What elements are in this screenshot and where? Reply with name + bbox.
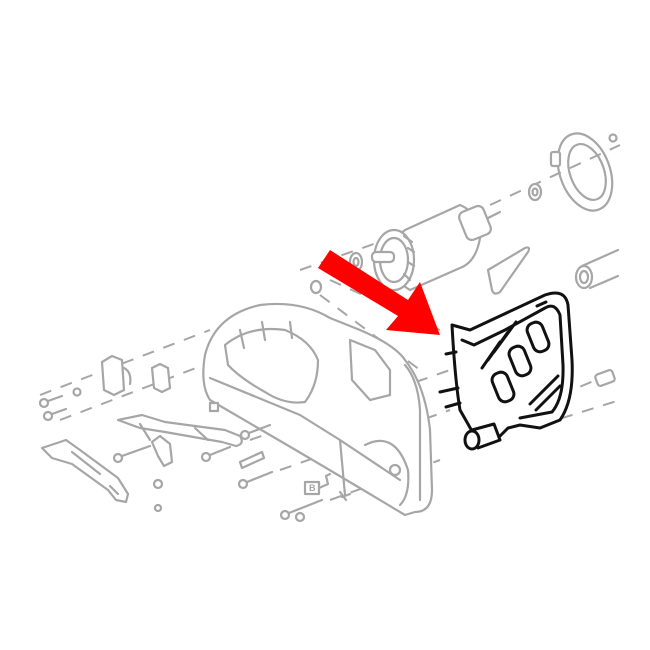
screws <box>38 387 324 523</box>
motor-armature <box>348 203 502 292</box>
brush-ring <box>549 132 618 212</box>
cylinder-spacer <box>574 248 620 290</box>
right-pin <box>594 369 616 387</box>
part-b-text: B <box>309 483 316 493</box>
lever-arm <box>116 413 243 448</box>
rect-spacer <box>238 450 266 470</box>
side-cover-plate <box>438 291 574 451</box>
red-arrow-icon <box>318 250 440 335</box>
indicator-arrow <box>318 250 440 335</box>
base-arm <box>40 438 130 504</box>
part-b-label: B <box>303 472 352 502</box>
bearing <box>527 182 543 202</box>
switch-block <box>100 354 172 397</box>
triangle-plate <box>486 246 531 295</box>
small-nut <box>309 279 323 295</box>
main-housing <box>202 302 434 517</box>
small-bracket <box>150 434 174 468</box>
